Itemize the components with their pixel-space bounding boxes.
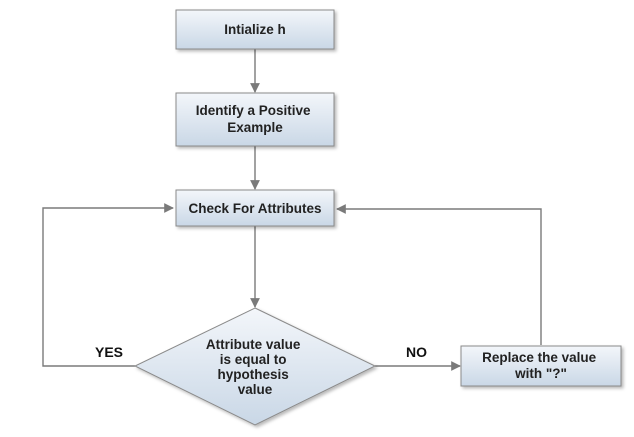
- edge-label-no: NO: [406, 344, 427, 360]
- node-identify-example-label: Identify a Positive Example: [196, 103, 315, 135]
- node-check-attributes-label: Check For Attributes: [188, 201, 321, 216]
- node-replace-value: Replace the value with "?": [460, 345, 622, 387]
- connectors: [42, 49, 542, 371]
- connector-replace-loop: [336, 204, 542, 345]
- connector-yes-loop: [42, 203, 174, 367]
- edge-label-yes: YES: [95, 344, 123, 360]
- node-identify-example: Identify a Positive Example: [175, 92, 335, 147]
- node-decision: Attribute value is equal to hypothesis v…: [133, 307, 377, 426]
- node-check-attributes: Check For Attributes: [175, 189, 335, 227]
- node-initialize-label: Intialize h: [224, 22, 286, 37]
- node-replace-value-label: Replace the value with "?": [482, 350, 600, 381]
- node-decision-label: Attribute value is equal to hypothesis v…: [206, 337, 304, 397]
- node-initialize: Intialize h: [175, 9, 335, 50]
